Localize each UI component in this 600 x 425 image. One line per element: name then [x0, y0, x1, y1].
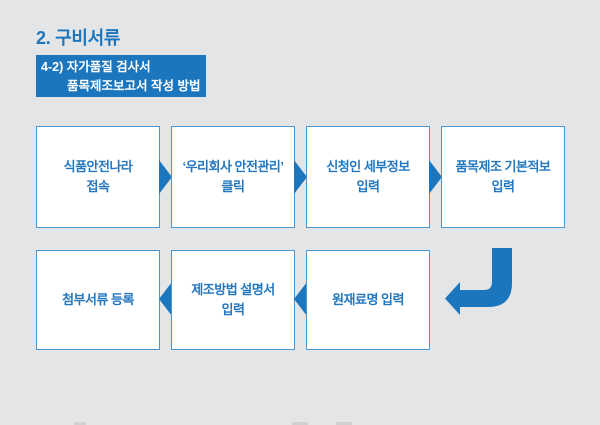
flow-step-register-attachments: 첨부서류 등록 — [36, 250, 160, 350]
bottom-edge-artifact — [292, 422, 308, 425]
subtitle-badge: 4-2) 자가품질 검사서 품목제조보고서 작성 방법 — [36, 55, 206, 97]
bottom-edge-artifact — [336, 422, 352, 425]
flow-step-access-foodsafetykorea: 식품안전나라 접속 — [36, 126, 160, 228]
bottom-edge-artifact — [74, 422, 86, 425]
subtitle-badge-line2: 품목제조보고서 작성 방법 — [67, 79, 201, 93]
subtitle-badge-line1: 4-2) 자가품질 검사서 — [41, 60, 151, 74]
arrow-right-icon — [159, 160, 172, 194]
flow-step-manufacturing-method: 제조방법 설명서 입력 — [171, 250, 295, 350]
flow-step-click-company-safety: ‘우리회사 안전관리’ 클릭 — [171, 126, 295, 228]
arrow-right-icon — [429, 160, 442, 194]
flow-step-item-basic-info: 품목제조 기본적보 입력 — [441, 126, 565, 228]
arrow-right-icon — [294, 160, 307, 194]
flow-step-applicant-details: 신청인 세부정보 입력 — [306, 126, 430, 228]
arrow-left-icon — [294, 282, 307, 316]
arrow-left-icon — [159, 282, 172, 316]
elbow-arrow-down-left-icon — [445, 248, 512, 315]
flow-step-raw-material-name: 원재료명 입력 — [306, 250, 430, 350]
page-title: 2. 구비서류 — [36, 28, 121, 48]
